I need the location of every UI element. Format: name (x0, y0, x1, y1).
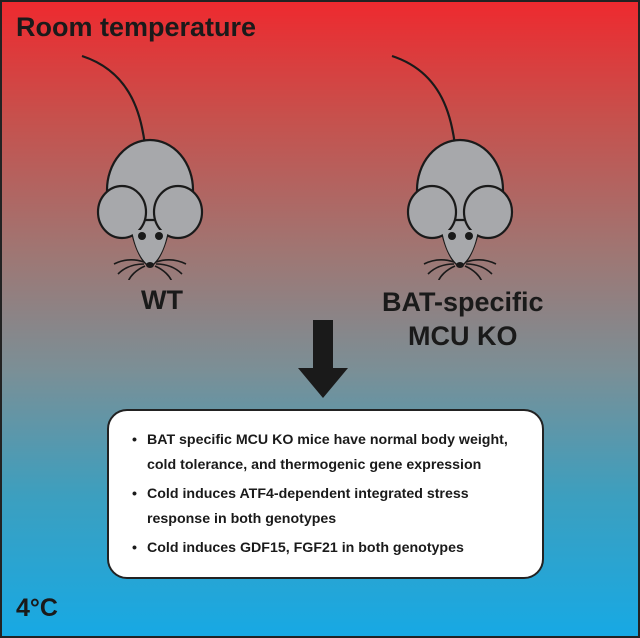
ko-mouse-icon (391, 54, 514, 280)
bullet-dot-icon: • (132, 486, 137, 502)
summary-bullet-1: • BAT specific MCU KO mice have normal b… (123, 428, 528, 478)
down-arrow-icon (298, 320, 348, 398)
ko-label-line1: BAT-specific (382, 287, 544, 317)
ko-label: BAT-specific MCU KO (382, 285, 544, 353)
summary-bullet-2: • Cold induces ATF4-dependent integrated… (123, 482, 528, 532)
wt-label: WT (141, 285, 183, 315)
ko-label-line2: MCU KO (408, 321, 518, 351)
bullet-dot-icon: • (132, 540, 137, 556)
wt-mouse-icon (81, 54, 204, 280)
summary-bullet-3: • Cold induces GDF15, FGF21 in both geno… (123, 536, 528, 561)
cold-temperature-label: 4°C (16, 594, 58, 622)
bullet-dot-icon: • (132, 432, 137, 448)
summary-box: • BAT specific MCU KO mice have normal b… (107, 409, 544, 579)
room-temperature-label: Room temperature (16, 12, 257, 42)
